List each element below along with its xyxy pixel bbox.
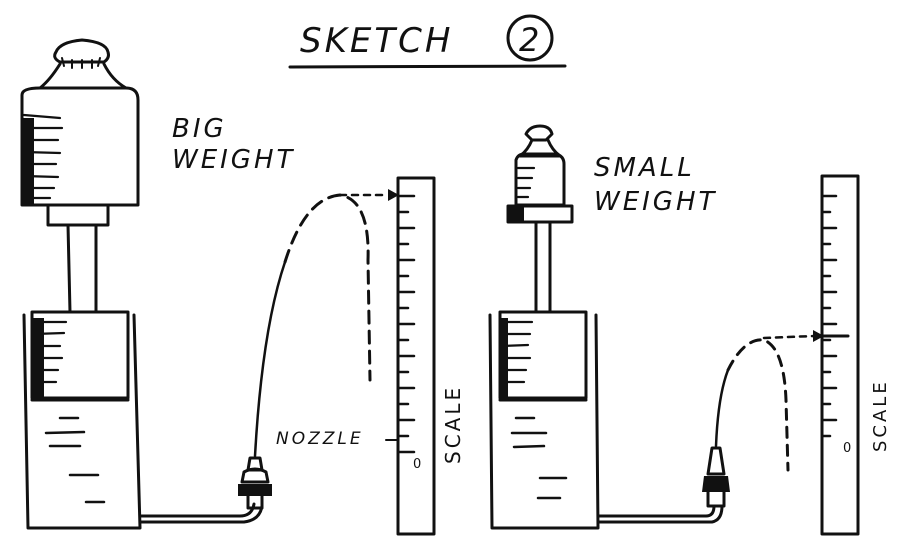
right-piston [498, 310, 588, 400]
right-scale-ticks [820, 194, 838, 438]
left-piston-hatching [32, 318, 68, 398]
left-liquid-marks [44, 416, 106, 504]
left-apparatus: 0 SCALE BIG WEIGHT NOZZLE [20, 38, 465, 536]
left-piston [30, 310, 130, 400]
right-scale-zero: 0 [843, 441, 854, 456]
big-weight-collar [46, 203, 110, 227]
right-jet-dashed [726, 338, 790, 472]
nozzle-label: NOZZLE [276, 429, 364, 449]
title-number: 2 [519, 21, 542, 59]
small-weight-hatching [516, 166, 536, 199]
big-weight-body [20, 86, 140, 207]
right-cylinder [488, 313, 600, 530]
left-jet-solid [253, 260, 287, 458]
title-text: SKETCH [300, 21, 453, 61]
left-scale-ticks [396, 194, 416, 454]
title-underline [288, 64, 567, 69]
small-weight-neck [518, 138, 562, 158]
big-weight-label-line2: WEIGHT [172, 145, 295, 175]
small-weight-knob [524, 124, 554, 142]
small-weight-label-line1: SMALL [594, 153, 695, 183]
left-nozzle [238, 456, 272, 510]
right-scale-label: SCALE [870, 379, 891, 452]
left-scale-zero: 0 [413, 457, 424, 472]
big-weight-label-line1: BIG [172, 114, 227, 144]
big-weight-rod [66, 223, 98, 314]
small-weight-body [514, 152, 566, 207]
small-weight-label-line2: WEIGHT [594, 187, 717, 217]
left-cylinder [22, 313, 142, 530]
right-nozzle [702, 446, 730, 508]
small-weight-rod [534, 220, 552, 314]
left-outlet-pipe [138, 502, 264, 524]
title-group: SKETCH 2 [288, 14, 567, 69]
right-jet-top [762, 334, 816, 340]
right-apparatus: 0 SCALE SMALL WEIGHT [488, 124, 891, 536]
right-jet-solid [714, 368, 730, 448]
big-weight-hatching [22, 113, 64, 205]
left-scale-label: SCALE [441, 385, 465, 464]
big-weight-knob [53, 38, 110, 64]
title-number-circle [506, 14, 554, 62]
right-outlet-pipe [596, 504, 724, 524]
right-liquid-marks [510, 416, 568, 500]
right-piston-hatching [500, 318, 534, 398]
left-jet-dashed [283, 193, 372, 382]
